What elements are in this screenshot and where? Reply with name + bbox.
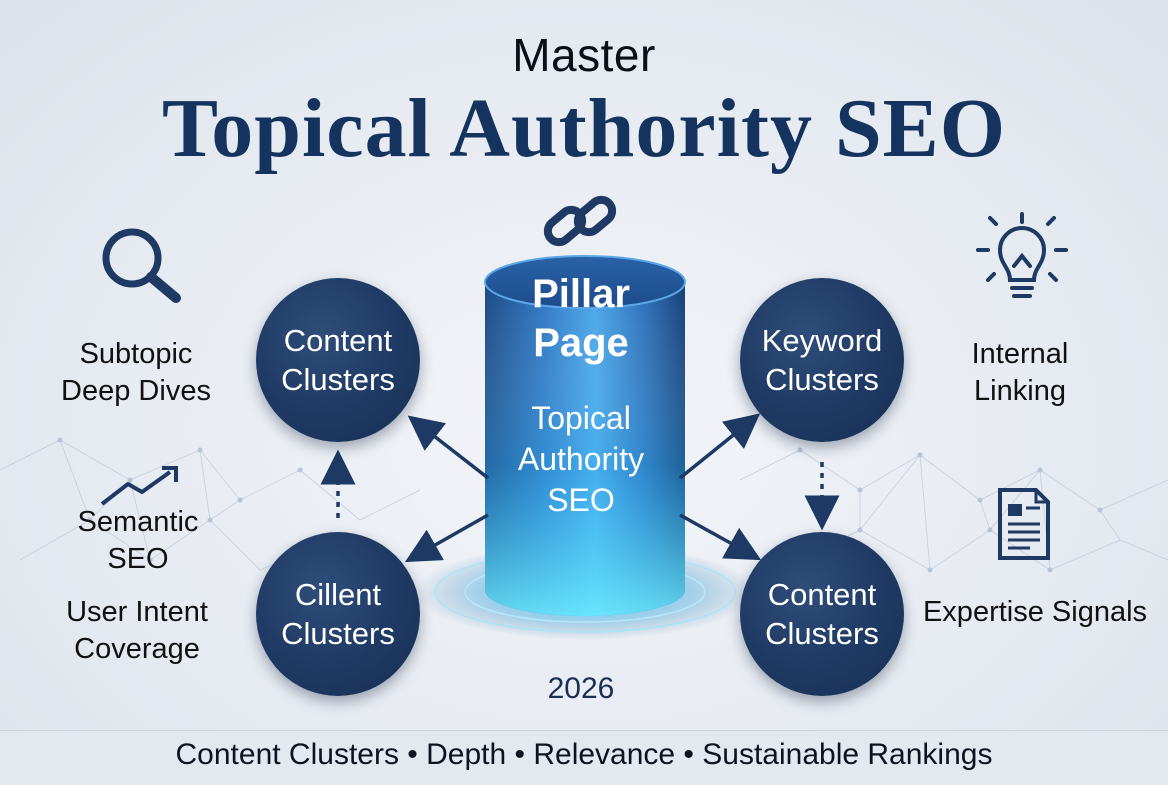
- label-user-intent-coverage: User Intent Coverage: [66, 596, 208, 665]
- circle-label: Keyword Clusters: [761, 323, 883, 397]
- circle-content-clusters-top: Content Clusters: [256, 278, 420, 442]
- trend-arrow-icon: [100, 466, 178, 506]
- footer-tagline: Content Clusters • Depth • Relevance • S…: [175, 738, 993, 771]
- title-kicker: Master: [512, 29, 656, 81]
- pillar-title: Pillar Page: [532, 272, 630, 365]
- arrow-to-content-clusters-bottom: [679, 513, 762, 561]
- arrow-to-content-clusters-top: [407, 415, 490, 480]
- page-title: Topical Authority SEO: [161, 82, 1007, 175]
- circle-keyword-clusters: Keyword Clusters: [740, 278, 904, 442]
- year-label: 2026: [547, 672, 615, 705]
- pillar-subtitle: Topical Authority SEO: [517, 400, 645, 518]
- label-internal-linking: Internal Linking: [971, 338, 1069, 407]
- circle-content-clusters-bottom: Content Clusters: [740, 532, 904, 696]
- magnifier-icon: [102, 228, 181, 303]
- circle-cillent-clusters: Cillent Clusters: [256, 532, 420, 696]
- circle-label: Content Clusters: [281, 323, 395, 397]
- label-semantic-seo: Semantic SEO: [77, 506, 199, 575]
- label-expertise-signals: Expertise Signals: [922, 596, 1148, 628]
- document-icon: [998, 488, 1050, 560]
- chain-link-icon: [543, 195, 617, 247]
- circle-label: Cillent Clusters: [281, 577, 395, 651]
- arrow-to-keyword-clusters: [678, 413, 761, 480]
- footer-bar: [0, 730, 1168, 785]
- label-subtopic-deep-dives: Subtopic Deep Dives: [61, 338, 211, 407]
- circle-label: Content Clusters: [765, 577, 879, 651]
- pillar-cylinder: [415, 255, 755, 640]
- arrow-to-cillent-clusters: [404, 513, 489, 563]
- lightbulb-icon: [976, 212, 1068, 298]
